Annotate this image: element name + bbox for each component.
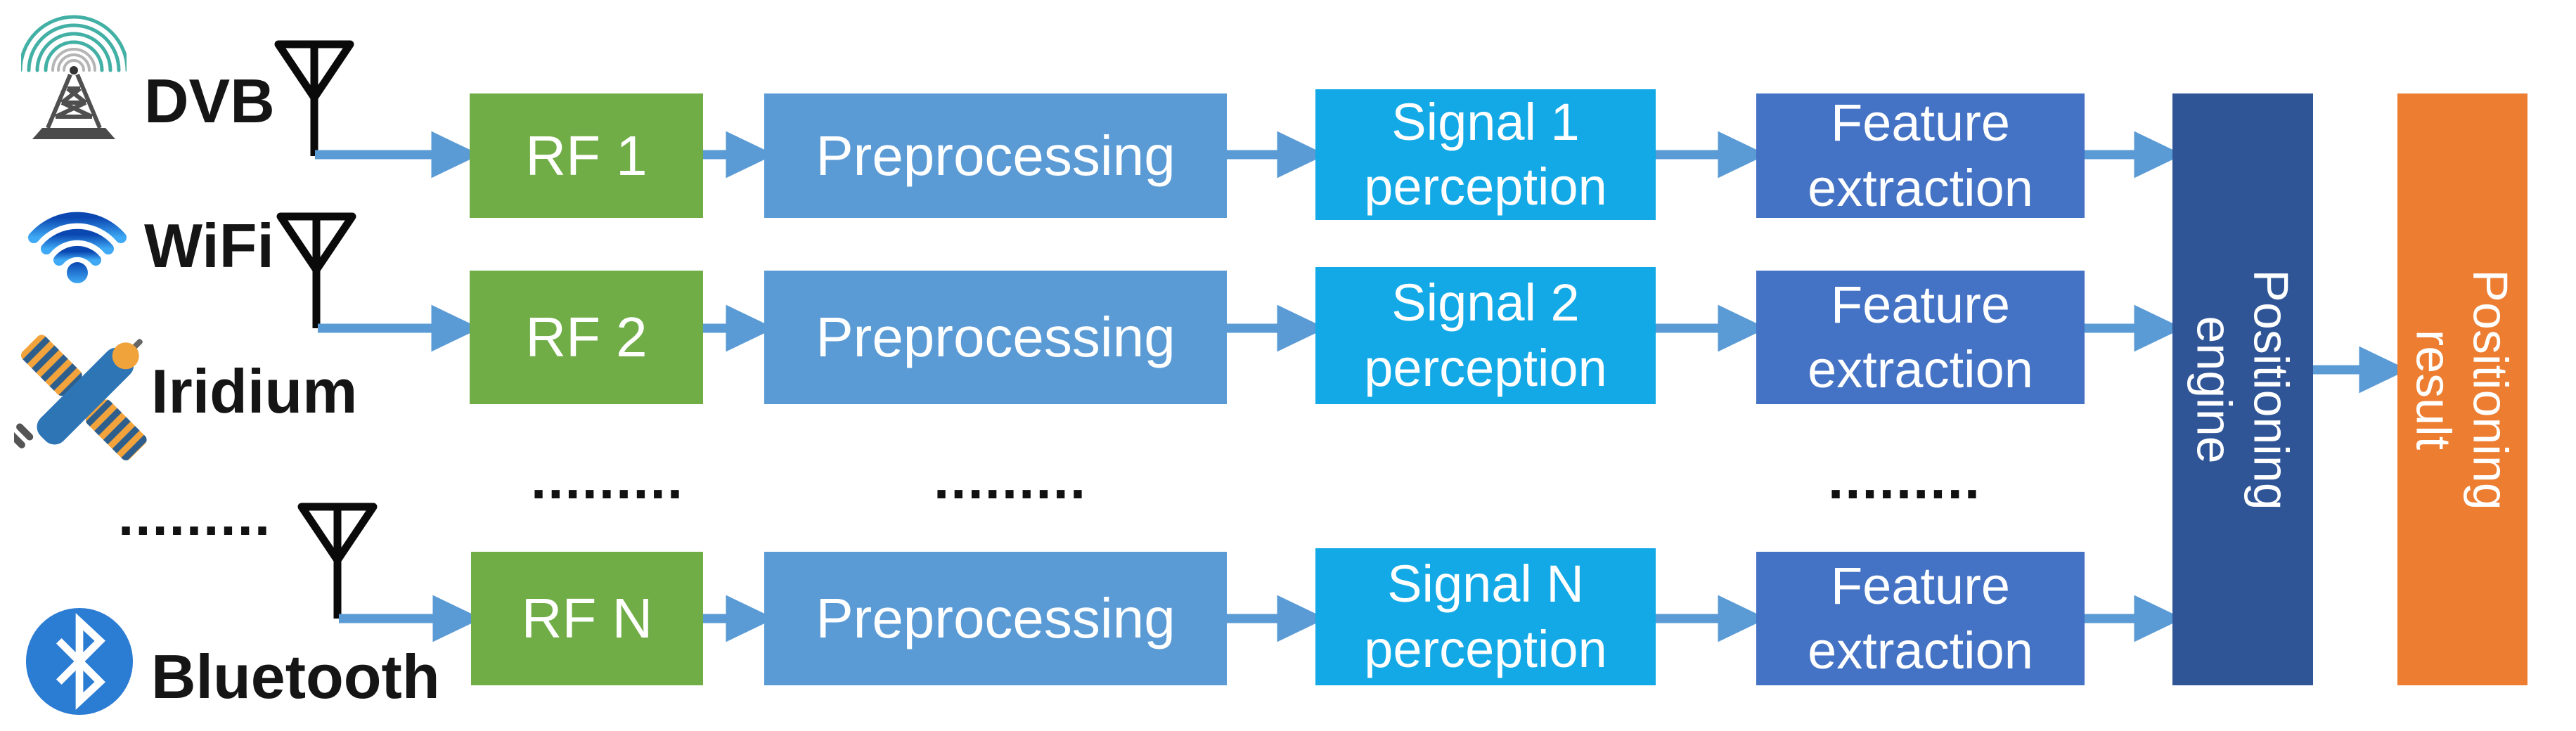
- source-label-bluetooth: Bluetooth: [151, 642, 440, 711]
- rf-box-n: RF N: [471, 552, 703, 685]
- feature-extraction-box-1: Feature extraction: [1756, 93, 2085, 218]
- ellipsis-dots: .........: [1828, 448, 1982, 510]
- bluetooth-icon: [25, 607, 134, 716]
- positioning-engine-box: Positioning engine: [2172, 93, 2313, 685]
- source-label-iridium: Iridium: [151, 356, 358, 426]
- source-label-dvb: DVB: [144, 66, 275, 136]
- positioning-result-label: Positioning result: [2407, 269, 2519, 510]
- preprocessing-box-2: Preprocessing: [764, 271, 1227, 404]
- wifi-icon: [28, 197, 127, 288]
- preprocessing-box-n: Preprocessing: [764, 552, 1227, 685]
- positioning-result-box: Positioning result: [2397, 93, 2527, 685]
- flow-arrows: [315, 131, 2409, 642]
- antenna-icon: [274, 40, 366, 160]
- signal-perception-box-1: Signal 1 perception: [1315, 89, 1656, 220]
- feature-extraction-box-n: Feature extraction: [1756, 552, 2085, 685]
- signal-perception-box-n: Signal N perception: [1315, 548, 1656, 685]
- source-label-wifi: WiFi: [144, 211, 274, 280]
- ellipsis-dots: .........: [531, 448, 685, 510]
- ellipsis-dots: .........: [934, 448, 1088, 510]
- satellite-icon: [14, 316, 155, 478]
- rf-box-1: RF 1: [470, 93, 703, 218]
- ellipsis-dots: .........: [118, 484, 272, 547]
- preprocessing-box-1: Preprocessing: [764, 93, 1227, 218]
- signal-perception-box-2: Signal 2 perception: [1315, 267, 1656, 404]
- feature-extraction-box-2: Feature extraction: [1756, 271, 2085, 404]
- positioning-engine-label: Positioning engine: [2187, 269, 2299, 510]
- rf-box-2: RF 2: [470, 271, 703, 404]
- antenna-icon: [297, 503, 389, 622]
- antenna-icon: [276, 212, 368, 332]
- broadcast-tower-icon: [21, 10, 127, 143]
